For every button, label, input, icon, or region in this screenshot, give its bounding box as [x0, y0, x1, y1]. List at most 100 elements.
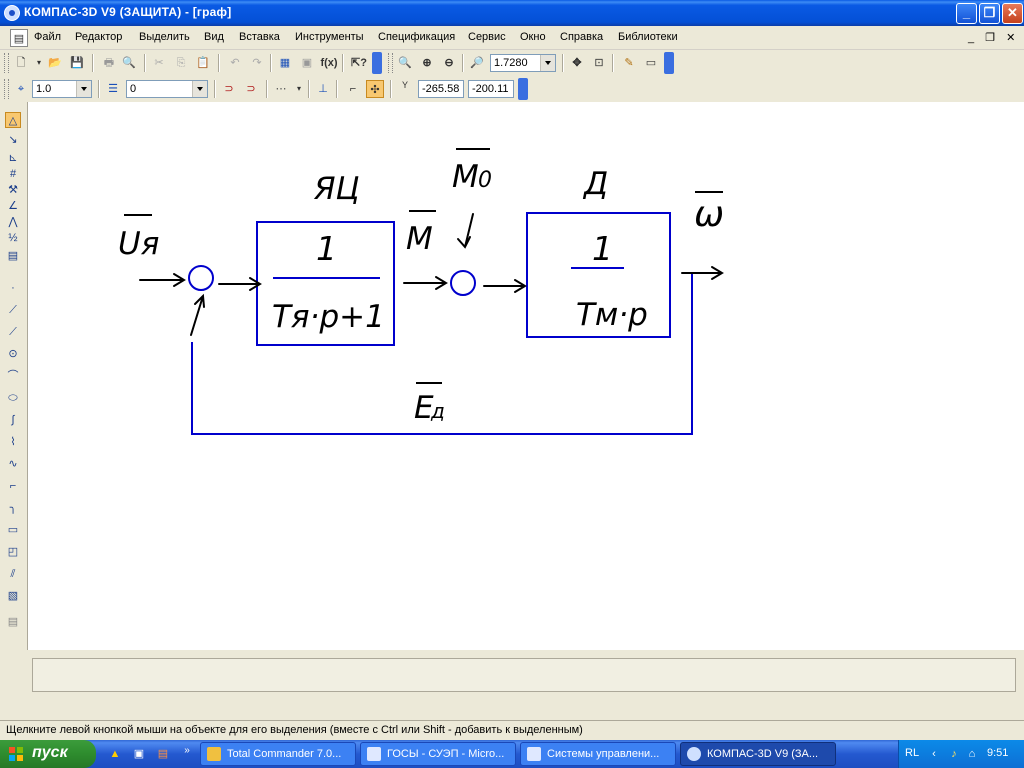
cut-icon[interactable]: ✂	[154, 57, 164, 69]
start-button[interactable]: пуск	[0, 740, 96, 768]
library-icon[interactable]: ▣	[301, 57, 313, 69]
menu-window[interactable]: Окно	[520, 31, 546, 43]
current-layer-field[interactable]: 0	[126, 80, 208, 98]
hatch-tool-icon[interactable]: ▧	[7, 590, 19, 602]
grid-dropdown-icon[interactable]: ▾	[296, 84, 301, 93]
toolbar-overflow-chevron[interactable]	[518, 78, 528, 100]
variables-fx-icon[interactable]: f(x)	[320, 57, 338, 69]
reports-tool-icon[interactable]: ▤	[7, 250, 19, 262]
zoom-out-icon[interactable]: ⊖	[444, 57, 454, 69]
layers-icon[interactable]: ☰	[108, 83, 118, 95]
menu-insert[interactable]: Вставка	[239, 31, 280, 43]
document-icon[interactable]: ▤	[10, 29, 28, 47]
measure-tool-icon[interactable]: ∠	[8, 200, 18, 212]
quicklaunch-app-icon[interactable]: ▤	[157, 748, 169, 760]
new-dropdown-icon[interactable]: ▾	[36, 58, 41, 67]
cursor-y-field[interactable]: -200.11	[468, 80, 514, 98]
ellipse-tool-icon[interactable]: ⬭	[8, 392, 18, 404]
copy-icon[interactable]: ⎘	[176, 57, 186, 69]
zoom-scale-icon[interactable]: 🔎	[470, 57, 484, 69]
redo-icon[interactable]: ↷	[252, 57, 262, 69]
rectangle-tool-icon[interactable]: ▭	[7, 524, 19, 536]
menu-view[interactable]: Вид	[204, 31, 224, 43]
save-icon[interactable]: 💾	[70, 57, 84, 69]
tray-network-icon[interactable]: ⌂	[968, 748, 976, 760]
kompas-app-icon[interactable]	[4, 5, 20, 21]
task-total-commander[interactable]: Total Commander 7.0...	[200, 742, 356, 766]
tray-expand-icon[interactable]: ‹	[932, 748, 936, 760]
manager-icon[interactable]: ▦	[279, 57, 291, 69]
parametric-mode-icon[interactable]: ✣	[366, 80, 384, 98]
select-tool-icon[interactable]: ⋀	[8, 216, 18, 228]
notation-tool-icon[interactable]: ⊾	[8, 152, 18, 164]
grid-icon[interactable]: ⋯	[275, 83, 287, 95]
fillet-tool-icon[interactable]: ╮	[9, 502, 17, 514]
title-bar[interactable]: КОМПАС-3D V9 (ЗАЩИТА) - [граф] _ ❐ ✕	[0, 0, 1024, 26]
quicklaunch-printer-icon[interactable]: ▣	[133, 748, 145, 760]
toolbar-grip[interactable]	[4, 53, 9, 73]
undo-icon[interactable]: ↶	[230, 57, 240, 69]
contour-tool-icon[interactable]: ◰	[7, 546, 19, 558]
maximize-button[interactable]: ❐	[979, 3, 1000, 24]
new-document-icon[interactable]: 🗋	[16, 57, 26, 69]
menu-select[interactable]: Выделить	[139, 31, 190, 43]
bezier-tool-icon[interactable]: ∿	[8, 458, 18, 470]
display-icon[interactable]: ▭	[645, 57, 657, 69]
print-icon[interactable]: 🖶	[103, 57, 115, 69]
dimensions-tool-icon[interactable]: ↘	[8, 134, 18, 146]
spline-tool-icon[interactable]: ∫	[11, 414, 15, 426]
snap-settings-icon[interactable]: ⊃	[246, 83, 256, 95]
cursor-x-field[interactable]: -265.58	[418, 80, 464, 98]
refresh-icon[interactable]: ✎	[624, 57, 634, 69]
toolbar-grip[interactable]	[4, 79, 9, 99]
spec-tool-icon[interactable]: ½	[8, 232, 18, 244]
ortho-mode-icon[interactable]: ⌐	[349, 83, 357, 95]
segment-tool-icon[interactable]: ⟋	[9, 326, 17, 338]
close-button[interactable]: ✕	[1002, 3, 1023, 24]
toolbar-grip[interactable]	[388, 53, 393, 73]
language-indicator[interactable]: RL	[905, 747, 920, 759]
help-pointer-icon[interactable]: ⇱?	[351, 57, 367, 69]
tray-speaker-icon[interactable]: ♪	[951, 748, 957, 760]
chamfer-tool-icon[interactable]: ⌐	[9, 480, 17, 492]
chevron-down-icon[interactable]	[540, 55, 555, 71]
open-folder-icon[interactable]: 📂	[48, 57, 62, 69]
clock[interactable]: 9:51	[987, 747, 1009, 759]
paste-icon[interactable]: 📋	[196, 57, 210, 69]
zoom-scale-field[interactable]: 1.7280	[490, 54, 556, 72]
toolbar-overflow-chevron[interactable]	[372, 52, 382, 74]
parametrize-tool-icon[interactable]: ⚒	[8, 184, 18, 196]
menu-help[interactable]: Справка	[560, 31, 604, 43]
arc-tool-icon[interactable]: ⌒	[7, 370, 19, 382]
polyline-tool-icon[interactable]: ⌇	[10, 436, 16, 448]
menu-file[interactable]: Файл	[34, 31, 62, 43]
edit-tool-icon[interactable]: #	[9, 168, 17, 180]
local-cs-icon[interactable]: ⊥	[318, 83, 328, 95]
show-all-icon[interactable]: ⊡	[594, 57, 604, 69]
task-kompas[interactable]: КОМПАС-3D V9 (ЗА...	[680, 742, 836, 766]
point-tool-icon[interactable]: ·	[11, 282, 15, 294]
menu-service[interactable]: Сервис	[468, 31, 506, 43]
menu-tools[interactable]: Инструменты	[295, 31, 364, 43]
quicklaunch-kompas-icon[interactable]: ▲	[109, 748, 121, 760]
cursor-step-field[interactable]: 1.0	[32, 80, 92, 98]
auxiliary-line-icon[interactable]: ⟋	[9, 304, 17, 316]
task-word-systems[interactable]: Системы управлени...	[520, 742, 676, 766]
equidistant-tool-icon[interactable]: ⫽	[10, 568, 16, 580]
geometry-tool-icon[interactable]: △	[5, 112, 21, 128]
summing-junction-1[interactable]	[188, 265, 214, 291]
mdi-window-controls[interactable]: _ ❐ ✕	[968, 32, 1020, 44]
menu-libraries[interactable]: Библиотеки	[618, 31, 678, 43]
pan-icon[interactable]: ✥	[572, 57, 582, 69]
menu-edit[interactable]: Редактор	[75, 31, 123, 43]
menu-specification[interactable]: Спецификация	[378, 31, 456, 43]
minimize-button[interactable]: _	[956, 3, 977, 24]
drawing-canvas[interactable]: Uя ЯЦ 1 Tя·p+1 M M 0 Д 1 Tм·p ω E д	[28, 102, 1024, 650]
zoom-in-icon[interactable]: ⊕	[422, 57, 432, 69]
block-motor[interactable]	[526, 212, 671, 338]
snap-step-icon[interactable]: ⌖	[17, 83, 25, 95]
snap-magnet-icon[interactable]: ⊃	[224, 83, 234, 95]
quicklaunch-more-icon[interactable]: »	[184, 745, 190, 756]
more-tools-icon[interactable]: ▤	[7, 616, 19, 628]
chevron-down-icon[interactable]	[76, 81, 91, 97]
